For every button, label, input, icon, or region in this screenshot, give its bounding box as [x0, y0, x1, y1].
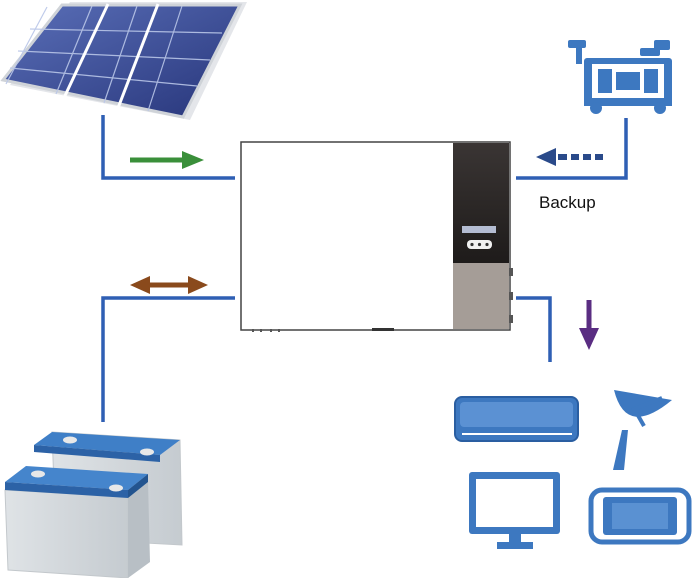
battery-wire — [101, 296, 235, 422]
wiring — [101, 115, 628, 422]
solar-wire — [101, 115, 235, 180]
backup-wire — [516, 118, 628, 180]
battery-flow-arrow — [130, 276, 208, 294]
heater-icon — [588, 487, 692, 545]
load-flow-arrow — [579, 300, 599, 350]
solar-flow-arrow — [130, 151, 204, 169]
satellite-dish-icon — [613, 390, 672, 470]
battery-icon — [4, 431, 183, 578]
solar-panel-icon — [0, 2, 247, 120]
backup-label: Backup — [539, 193, 596, 212]
backup-flow-arrow — [536, 148, 603, 166]
inverter-icon — [240, 141, 513, 332]
monitor-icon — [469, 472, 560, 549]
air-conditioner-icon — [454, 396, 579, 442]
load-wire — [516, 296, 552, 362]
generator-icon — [568, 40, 672, 114]
